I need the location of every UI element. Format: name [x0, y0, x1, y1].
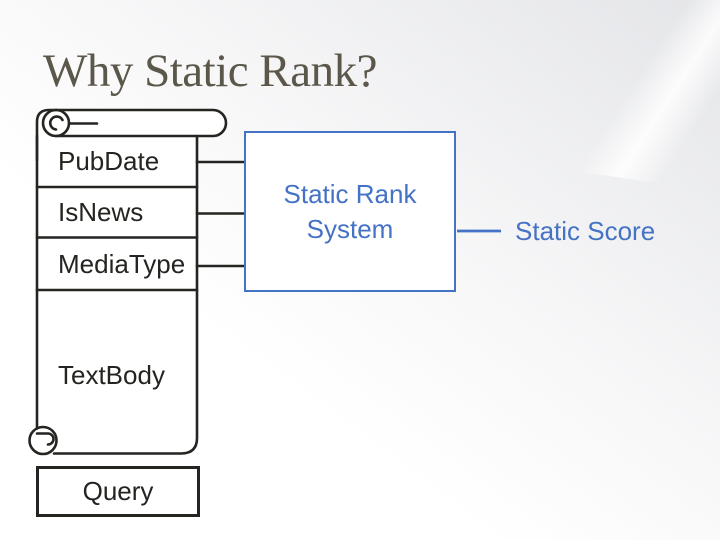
page-title: Why Static Rank?	[43, 45, 377, 97]
query-label: Query	[82, 476, 154, 506]
static-rank-system-label: Static Rank System	[283, 178, 417, 244]
document-scroll-shape	[28, 108, 246, 456]
scroll-field-pubdate: PubDate	[58, 146, 160, 176]
scroll-right-bottom-edge	[52, 134, 199, 455]
scroll-field-mediatype: MediaType	[58, 249, 186, 279]
scroll-fill	[29, 110, 226, 454]
query-box: Query	[36, 466, 200, 517]
scroll-field-textbody: TextBody	[58, 360, 165, 390]
scroll-bottom-curl-inner	[35, 432, 55, 446]
static-rank-system-box: Static Rank System	[244, 131, 456, 292]
scroll-field-isnews: IsNews	[58, 197, 144, 227]
scroll-top-curl-inner	[49, 115, 99, 131]
scroll-bottom-curl	[28, 425, 58, 456]
scroll-top-roll	[35, 108, 228, 162]
static-score-label: Static Score	[515, 216, 656, 246]
